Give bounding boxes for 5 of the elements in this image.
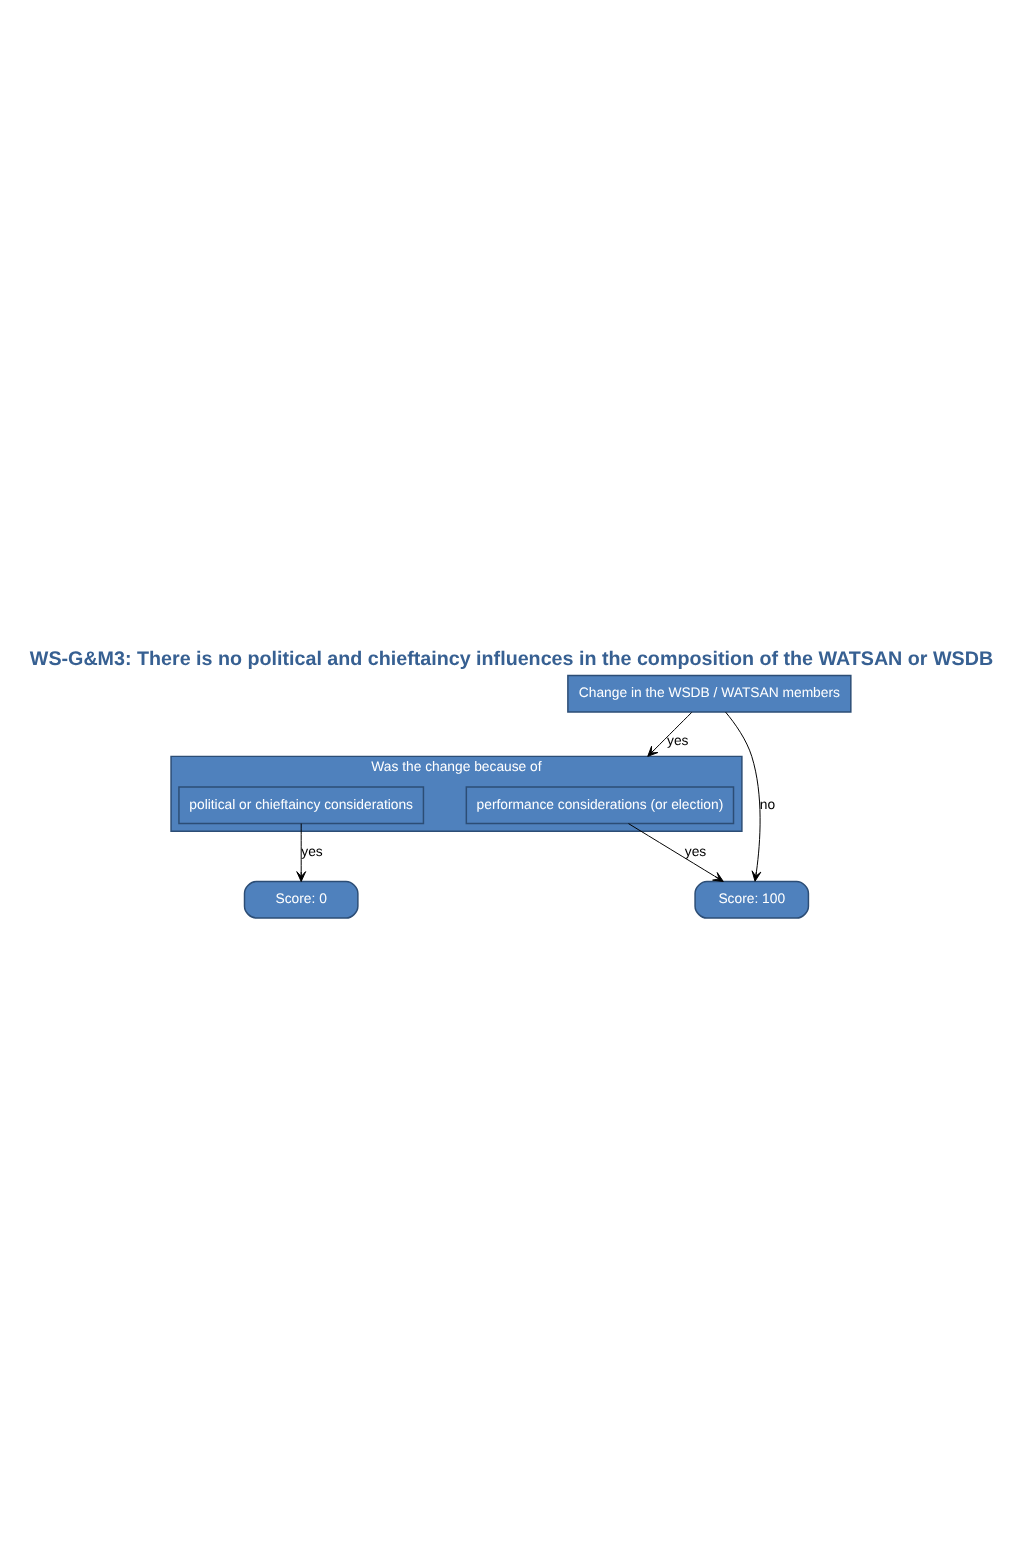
arrow: [647, 710, 693, 756]
arrow: [296, 822, 307, 881]
diagram-title: WS-G&M3: There is no political and chieftaincy influences in the composition of the WATSAN or WSDB: [29, 647, 994, 670]
arrow: [628, 822, 724, 881]
arrow: [725, 710, 762, 881]
